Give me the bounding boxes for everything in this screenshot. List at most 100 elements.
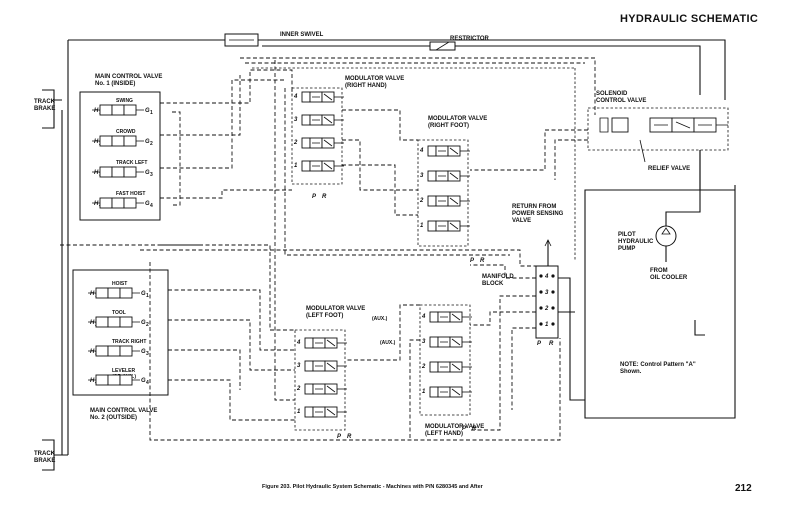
spool-port-left: H (94, 201, 99, 207)
spool-cell (95, 287, 109, 299)
mod-right-hand-sections: 4 3 2 1 (293, 91, 344, 172)
restrictor-label: RESTRICTOR (450, 36, 490, 42)
mod-left-hand-label: MODULATOR VALVE(LEFT HAND) (425, 424, 484, 437)
section-number: 3 (294, 117, 298, 123)
section-spring (301, 114, 311, 126)
mod-left-foot-label: MODULATOR VALVE(LEFT FOOT) (306, 306, 365, 319)
spool-port-right: G (141, 320, 146, 326)
manifold-port-3: 3 (539, 290, 555, 296)
spool-name: TRACK LEFT (116, 160, 147, 166)
section-number: 1 (297, 409, 301, 415)
section-number: 3 (420, 173, 424, 179)
spool-port-right: G (145, 201, 150, 207)
spool-port-right-num: 3 (146, 351, 149, 357)
spool-1: SWINGH1G1 (92, 98, 153, 116)
mod-lh-port-p: P (462, 426, 467, 432)
mod-lh-port-r: R (472, 426, 477, 432)
section-arrow (315, 339, 336, 347)
section-number: 4 (421, 314, 426, 320)
section-number: 2 (421, 364, 426, 370)
spool-cell (107, 345, 121, 357)
pilot-lines (60, 60, 736, 441)
manifold-port-2: 2 (539, 306, 555, 312)
spool-port-left: H (94, 108, 99, 114)
section-number: 1 (422, 389, 426, 395)
modulator-section-1: 1 (294, 160, 344, 172)
mod-rh-port-p: P (312, 194, 317, 200)
manifold-port-number: 4 (544, 274, 549, 280)
spool-cell (111, 197, 125, 209)
section-arrow (312, 162, 333, 170)
modulator-section-1: 1 (420, 220, 470, 232)
spool-port-left: H (90, 320, 95, 326)
section-spring (429, 336, 439, 348)
spool-port-left: H (90, 291, 95, 297)
top-lines (61, 39, 726, 455)
spool-4: LEVELER(OR AUX.)H4G4 (88, 368, 149, 386)
spool-port-right-num: 4 (146, 380, 149, 386)
restrictor: RESTRICTOR (429, 36, 490, 51)
mod-left-hand-sections: 4 3 2 1 (421, 311, 472, 398)
mod-right-hand-label: MODULATOR VALVE(RIGHT HAND) (345, 76, 404, 89)
spool-port-left: H (90, 378, 95, 384)
mcv2-spools: HOISTH1G1TOOLH2G2TRACK RIGHTH3G3LEVELER(… (88, 281, 149, 386)
manifold-port-number: 3 (545, 290, 549, 296)
modulator-section-4: 4 (421, 311, 472, 323)
spool-3: TRACK LEFTH3G3 (92, 160, 153, 178)
section-spring (429, 361, 439, 373)
mod-rf-port-p: P (470, 258, 475, 264)
spool-port-right-num: 1 (146, 293, 149, 299)
section-spring (301, 137, 311, 149)
section-arrow (438, 197, 459, 205)
section-spring (427, 145, 437, 157)
spool-port-right: G (141, 291, 146, 297)
spool-port-right-num: 1 (150, 110, 153, 116)
mod-lf-port-r: R (347, 434, 352, 440)
modulator-section-4: 4 (293, 91, 344, 103)
section-arrow (312, 116, 333, 124)
manifold-port-r: R (549, 341, 554, 347)
section-arrow (315, 408, 336, 416)
manifold-dot (551, 290, 555, 294)
section-arrow (315, 385, 336, 393)
spool-port-right-num: 2 (150, 141, 153, 147)
note-label: NOTE: Control Pattern "A"Shown. (620, 362, 696, 375)
inner-swivel: INNER SWIVEL (224, 32, 324, 47)
manifold-port-number: 1 (545, 322, 549, 328)
section-number: 2 (419, 198, 424, 204)
spool-cell (95, 374, 109, 386)
section-spring (304, 406, 314, 418)
spool-cell (95, 345, 109, 357)
mod-rh-port-r: R (322, 194, 327, 200)
modulator-section-3: 3 (420, 170, 470, 182)
manifold-dot (551, 306, 555, 310)
spool-port-left: H (90, 349, 95, 355)
spool-port-right: G (141, 378, 146, 384)
manifold-dot (539, 306, 543, 310)
modulator-section-3: 3 (422, 336, 472, 348)
modulator-section-3: 3 (297, 360, 347, 372)
modulator-section-2: 2 (421, 361, 472, 373)
inner-swivel-label: INNER SWIVEL (280, 32, 324, 38)
spool-cell (99, 166, 113, 178)
spool-cell (111, 104, 125, 116)
section-number: 2 (293, 140, 298, 146)
spool-name: TRACK RIGHT (112, 339, 146, 345)
section-number: 1 (420, 223, 424, 229)
section-spring (301, 91, 311, 103)
section-arrow (312, 93, 333, 101)
section-arrow (440, 388, 461, 396)
relief-label: RELIEF VALVE (648, 166, 690, 172)
spool-2: CROWDH2G2 (92, 129, 153, 147)
section-arrow (440, 313, 461, 321)
spool-cell (119, 287, 133, 299)
